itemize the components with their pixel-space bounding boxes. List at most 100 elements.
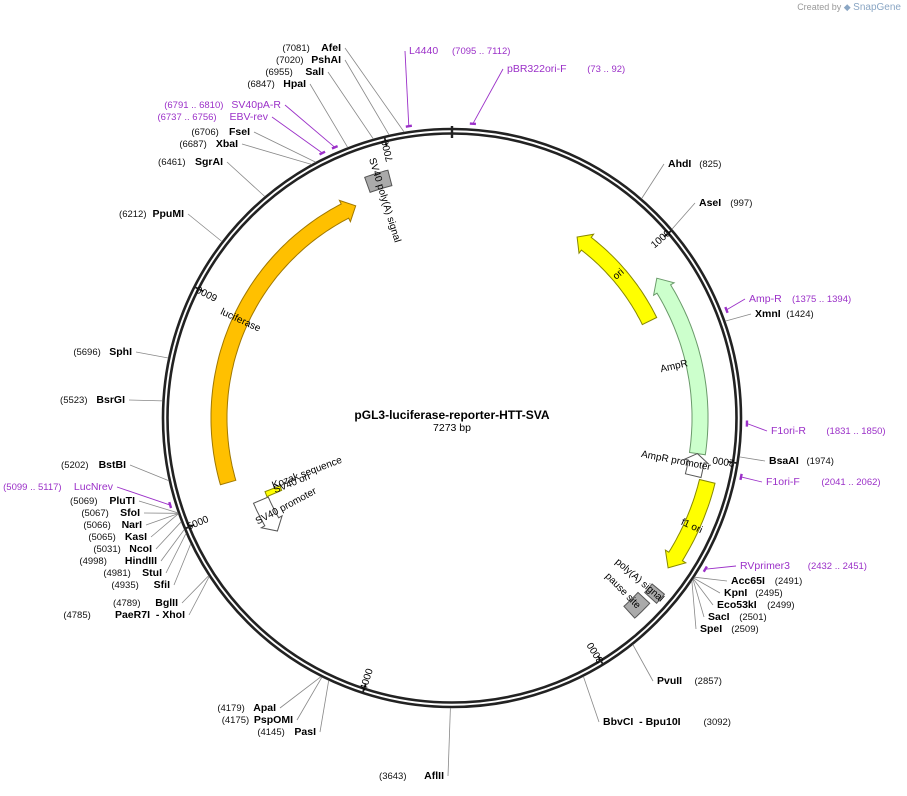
- enzyme-site[interactable]: BsaAI(1974): [769, 455, 834, 467]
- enzyme-site[interactable]: SfoI(5067): [81, 507, 140, 519]
- enzyme-name[interactable]: KpnI: [724, 587, 747, 599]
- enzyme-name[interactable]: PvuII: [657, 675, 682, 687]
- enzyme-name[interactable]: NcoI: [129, 543, 152, 555]
- enzyme-name[interactable]: BglII: [155, 597, 178, 609]
- enzyme-site[interactable]: NcoI(5031): [93, 543, 152, 555]
- primer-name[interactable]: Amp-R: [749, 293, 782, 305]
- enzyme-site[interactable]: PvuII(2857): [657, 675, 722, 687]
- feature-sv40-polya[interactable]: [364, 169, 393, 194]
- enzyme-name[interactable]: BsrGI: [96, 394, 125, 406]
- enzyme-name[interactable]: SfiI: [154, 579, 170, 591]
- primer-site[interactable]: EBV-rev(6737 .. 6756): [157, 111, 268, 123]
- enzyme-name[interactable]: PspOMI: [254, 714, 293, 726]
- enzyme-name[interactable]: AfeI: [321, 42, 341, 54]
- enzyme-site[interactable]: PspOMI(4175): [222, 714, 293, 726]
- primer-site[interactable]: L4440(7095 .. 7112): [409, 45, 510, 57]
- feature-ampr-promoter[interactable]: [682, 453, 710, 479]
- enzyme-name[interactable]: SalI: [305, 66, 324, 78]
- primer-site[interactable]: Amp-R(1375 .. 1394): [749, 293, 851, 305]
- enzyme-site[interactable]: SacI(2501): [708, 611, 767, 623]
- enzyme-name[interactable]: AflII: [424, 770, 444, 782]
- primer-site[interactable]: SV40pA-R(6791 .. 6810): [164, 99, 281, 111]
- primer-name[interactable]: F1ori-F: [766, 476, 800, 488]
- enzyme-site[interactable]: Acc65I(2491): [731, 575, 802, 587]
- primer-name[interactable]: L4440: [409, 45, 438, 57]
- enzyme-name[interactable]: SacI: [708, 611, 730, 623]
- enzyme-name[interactable]: SfoI: [120, 507, 140, 519]
- enzyme-site[interactable]: PaeR7I - XhoI(4785): [63, 609, 185, 621]
- enzyme-name[interactable]: BstBI: [99, 459, 127, 471]
- feature-f1ori[interactable]: [664, 478, 716, 569]
- enzyme-name[interactable]: SphI: [109, 346, 132, 358]
- enzyme-name[interactable]: PasI: [294, 726, 316, 738]
- enzyme-site[interactable]: AseI(997): [699, 197, 752, 209]
- enzyme-name[interactable]: PshAI: [311, 54, 341, 66]
- enzyme-site[interactable]: KasI(5065): [88, 531, 147, 543]
- primer-name[interactable]: EBV-rev: [229, 111, 268, 123]
- enzyme-site[interactable]: SgrAI(6461): [158, 156, 223, 168]
- enzyme-name[interactable]: AseI: [699, 197, 721, 209]
- enzyme-site[interactable]: SpeI(2509): [700, 623, 759, 635]
- enzyme-site[interactable]: AhdI(825): [668, 158, 721, 170]
- enzyme-site[interactable]: AflII(3643): [379, 770, 444, 782]
- enzyme-name[interactable]: Eco53kI: [717, 599, 757, 611]
- feature-polya-signal[interactable]: [643, 583, 666, 605]
- enzyme-site[interactable]: PshAI(7020): [276, 54, 341, 66]
- enzyme-name[interactable]: AhdI: [668, 158, 691, 170]
- enzyme-site[interactable]: HindIII(4998): [79, 555, 157, 567]
- enzyme-site[interactable]: HpaI(6847): [247, 78, 306, 90]
- enzyme-site[interactable]: BglII(4789): [113, 597, 178, 609]
- feature-luciferase[interactable]: [210, 199, 357, 486]
- enzyme-name[interactable]: HindIII: [125, 555, 157, 567]
- enzyme-site[interactable]: PluTI(5069): [70, 495, 135, 507]
- enzyme-name[interactable]: StuI: [142, 567, 162, 579]
- primer-name[interactable]: F1ori-R: [771, 425, 806, 437]
- enzyme-site[interactable]: PasI(4145): [257, 726, 316, 738]
- enzyme-site[interactable]: KpnI(2495): [724, 587, 783, 599]
- primer-name[interactable]: RVprimer3: [740, 560, 790, 572]
- feature-sv40-promoter[interactable]: [252, 496, 283, 532]
- primer-name[interactable]: pBR322ori-F: [507, 63, 567, 75]
- enzyme-site[interactable]: AfeI(7081): [282, 42, 341, 54]
- feature-sv40-ori[interactable]: [264, 485, 283, 498]
- enzyme-site[interactable]: StuI(4981): [103, 567, 162, 579]
- primer-name[interactable]: SV40pA-R: [231, 99, 281, 111]
- enzyme-site[interactable]: BstBI(5202): [61, 459, 126, 471]
- enzyme-site[interactable]: SphI(5696): [73, 346, 132, 358]
- enzyme-site[interactable]: BsrGI(5523): [60, 394, 125, 406]
- enzyme-site[interactable]: BbvCI - Bpu10I(3092): [603, 716, 731, 728]
- primer-site[interactable]: RVprimer3(2432 .. 2451): [740, 560, 867, 572]
- enzyme-name[interactable]: BsaAI: [769, 455, 799, 467]
- enzyme-name[interactable]: Acc65I: [731, 575, 765, 587]
- primer-site[interactable]: F1ori-R(1831 .. 1850): [771, 425, 886, 437]
- enzyme-name[interactable]: NarI: [122, 519, 143, 531]
- enzyme-site[interactable]: SalI(6955): [265, 66, 324, 78]
- enzyme-name[interactable]: PpuMI: [153, 208, 185, 220]
- enzyme-site[interactable]: XmnI(1424): [755, 308, 814, 320]
- feature-ori[interactable]: [576, 233, 658, 326]
- feature-pause-site[interactable]: [623, 591, 651, 619]
- enzyme-name[interactable]: PluTI: [109, 495, 135, 507]
- enzyme-site[interactable]: SfiI(4935): [111, 579, 170, 591]
- enzyme-name[interactable]: BbvCI - Bpu10I: [603, 716, 681, 728]
- enzyme-site[interactable]: ApaI(4179): [217, 702, 276, 714]
- enzyme-name[interactable]: HpaI: [283, 78, 306, 90]
- primer-name[interactable]: LucNrev: [74, 481, 114, 493]
- enzyme-site[interactable]: Eco53kI(2499): [717, 599, 795, 611]
- enzyme-site[interactable]: FseI(6706): [191, 126, 250, 138]
- enzyme-name[interactable]: XmnI: [755, 308, 781, 320]
- primer-site[interactable]: pBR322ori-F(73 .. 92): [507, 63, 625, 75]
- enzyme-site[interactable]: NarI(5066): [83, 519, 142, 531]
- primer-site[interactable]: F1ori-F(2041 .. 2062): [766, 476, 881, 488]
- feature-ampr[interactable]: [652, 277, 709, 456]
- enzyme-site[interactable]: PpuMI(6212): [119, 208, 184, 220]
- primer-site[interactable]: LucNrev(5099 .. 5117): [3, 481, 114, 493]
- enzyme-name[interactable]: SpeI: [700, 623, 722, 635]
- enzyme-site[interactable]: XbaI(6687): [179, 138, 238, 150]
- enzyme-name[interactable]: FseI: [229, 126, 250, 138]
- enzyme-name[interactable]: ApaI: [253, 702, 276, 714]
- enzyme-name[interactable]: XbaI: [216, 138, 238, 150]
- enzyme-name[interactable]: SgrAI: [195, 156, 223, 168]
- enzyme-name[interactable]: KasI: [125, 531, 147, 543]
- enzyme-name[interactable]: PaeR7I - XhoI: [115, 609, 185, 621]
